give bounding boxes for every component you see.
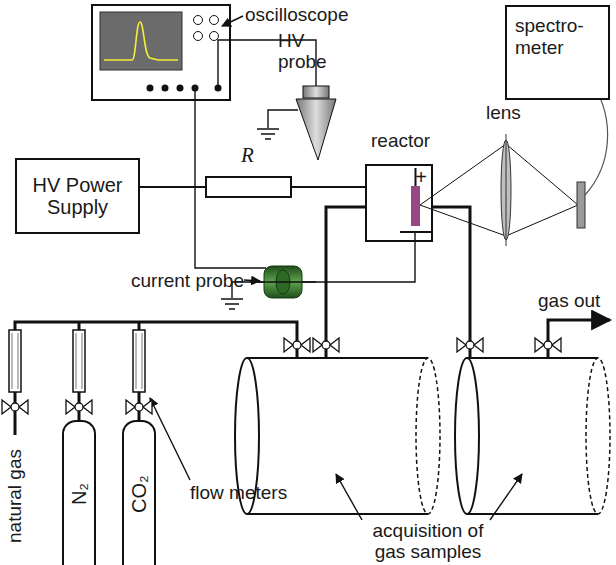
node-text: CO₂ — [128, 475, 150, 513]
part-label: flow meters — [190, 482, 300, 503]
part-label: lens — [486, 102, 536, 123]
hv-probe — [257, 86, 336, 160]
reactor-box: reactor+ — [365, 164, 433, 242]
sample-tanks — [235, 358, 610, 514]
spectrometer-box: spectro- meter — [505, 5, 610, 100]
node-text: HV Power Supply — [25, 174, 130, 218]
part-label: natural gas — [4, 449, 25, 543]
gas-cylinder: CO₂ — [122, 420, 156, 565]
callout-arrow — [150, 398, 190, 480]
callout-arrow — [244, 280, 260, 281]
callout-arrow — [222, 16, 243, 26]
callout-arrow — [336, 474, 362, 520]
gas-out-arrow — [592, 319, 610, 322]
power-supply-box: HV Power Supply — [15, 158, 140, 234]
resistor-symbol: R — [205, 176, 292, 198]
wire-connector — [140, 186, 205, 188]
node-text: N₂ — [68, 482, 90, 504]
oscilloscope — [92, 5, 230, 100]
part-label: HV probe — [278, 30, 330, 72]
wire-connector — [292, 186, 365, 188]
node-text: spectro- meter — [515, 15, 600, 59]
flow-meters — [9, 330, 145, 392]
current-probe — [250, 266, 316, 298]
part-label: gas out — [538, 290, 610, 311]
node-text: reactor — [371, 130, 430, 152]
node-text: R — [241, 144, 254, 166]
optics — [420, 76, 608, 246]
part-label: current probe — [120, 270, 244, 291]
gas-cylinder: N₂ — [62, 420, 96, 565]
part-label: acquisition of gas samples — [362, 520, 494, 562]
part-label: oscilloscope — [245, 4, 375, 25]
gas-lines — [15, 207, 596, 435]
callout-arrow — [490, 474, 522, 520]
node-text: + — [415, 166, 427, 188]
